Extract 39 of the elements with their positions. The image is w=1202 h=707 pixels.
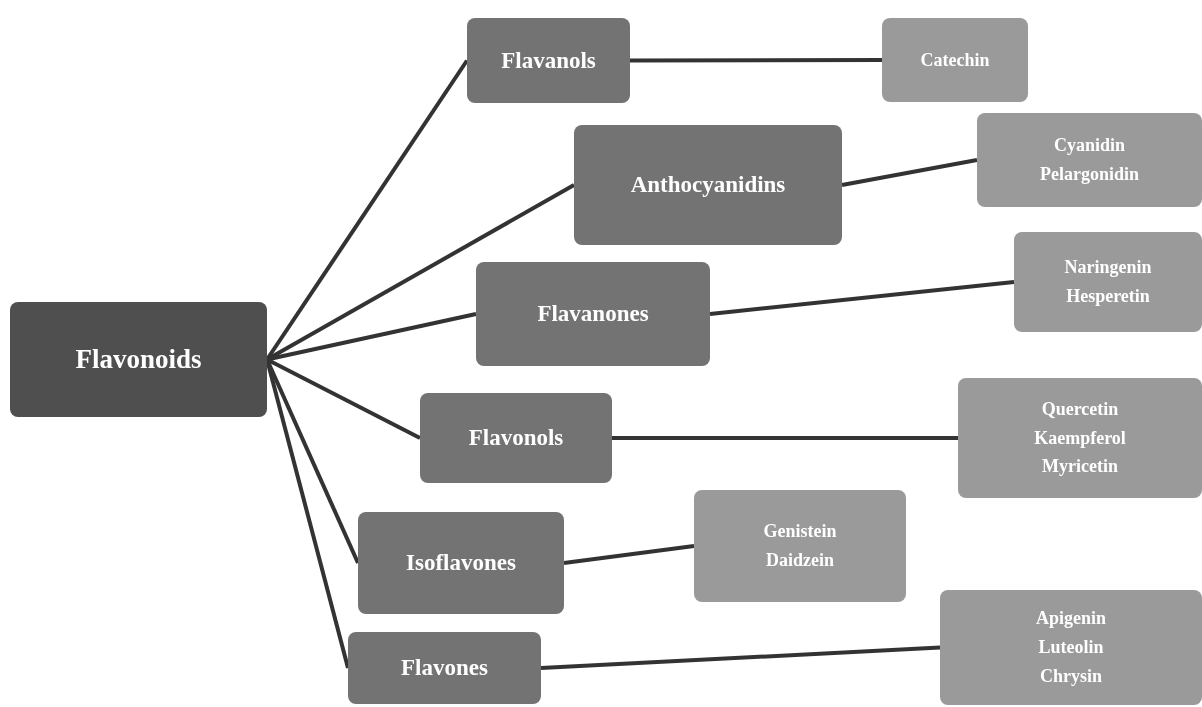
category-box: [476, 262, 710, 366]
category-box: [358, 512, 564, 614]
compound-box: [977, 113, 1202, 207]
connector-line: [563, 544, 695, 565]
node-label: Kaempferol: [1034, 426, 1126, 450]
node-label: Flavones: [401, 655, 488, 681]
node-label: Apigenin: [1036, 607, 1106, 631]
compound-box: [882, 18, 1028, 102]
node-label: Luteolin: [1038, 636, 1104, 660]
node-label: Catechin: [920, 48, 990, 72]
connector-line: [841, 158, 978, 187]
compound-box: [958, 378, 1202, 498]
node-label: Flavanols: [501, 47, 596, 74]
node-label: Quercetin: [1041, 397, 1119, 421]
connector-line: [709, 280, 1015, 316]
connector-line: [540, 645, 941, 670]
category-box: [574, 125, 842, 245]
compound-box: [694, 490, 906, 602]
node-label: Pelargonidin: [1040, 163, 1139, 186]
node-label: Cyanidin: [1053, 134, 1125, 158]
node-label: Flavanones: [537, 301, 649, 327]
compound-box: [1014, 232, 1202, 332]
node-label: Anthocyanidins: [630, 172, 786, 198]
connector-line: [612, 436, 958, 440]
node-label: Myricetin: [1042, 455, 1118, 479]
category-box: [467, 18, 630, 103]
node-label: Genistein: [763, 520, 837, 544]
compound-box: [940, 590, 1202, 705]
node-label: Chrysin: [1040, 664, 1102, 688]
category-box: [420, 393, 612, 483]
category-box: [348, 632, 541, 704]
connector-line: [630, 58, 882, 63]
node-label: Hesperetin: [1066, 285, 1150, 308]
node-label: Daidzein: [766, 549, 834, 572]
node-label: Flavonols: [468, 425, 564, 451]
node-label: Flavonoids: [75, 344, 202, 375]
category-box: [10, 302, 267, 417]
node-label: Isoflavones: [406, 550, 516, 576]
node-label: Naringenin: [1064, 256, 1152, 280]
